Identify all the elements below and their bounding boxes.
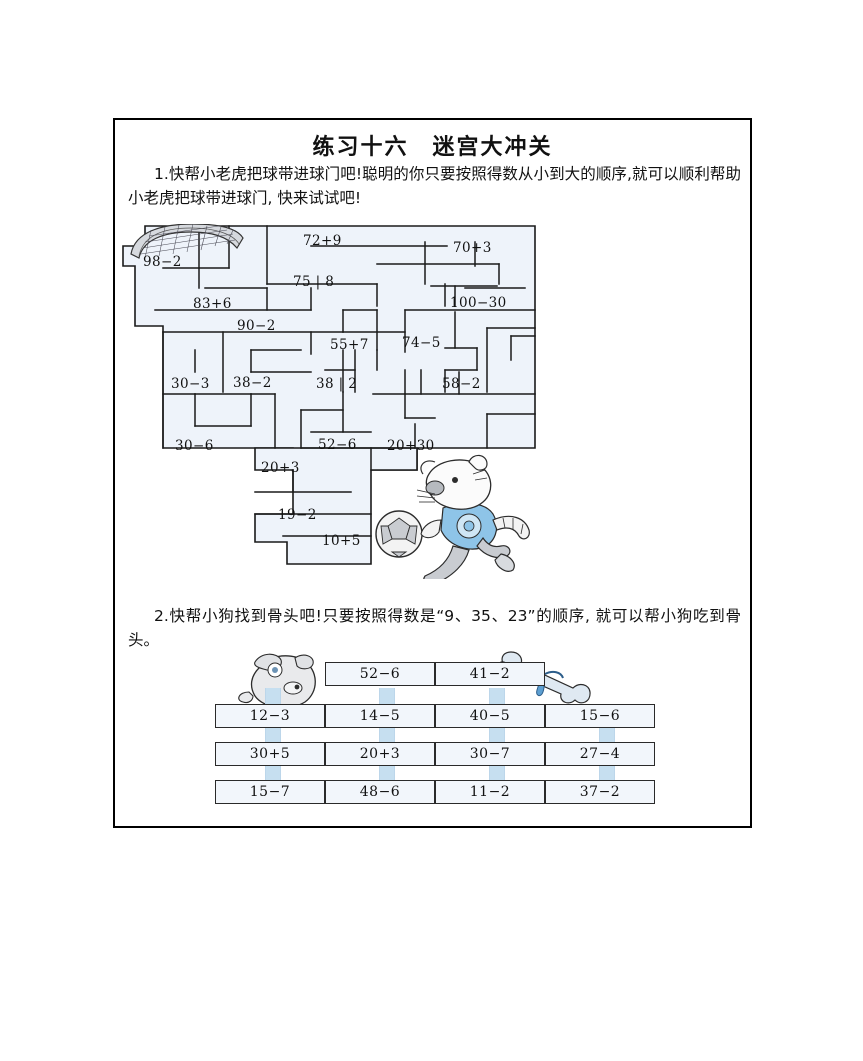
maze-label-98-2: 98−2 xyxy=(143,254,182,270)
tiger-maze-graphic xyxy=(122,224,536,579)
maze-label-72-9: 72+9 xyxy=(303,233,342,249)
maze-label-20-3: 20+3 xyxy=(261,460,300,476)
question-1-number: 1. xyxy=(154,165,169,183)
tiger-maze: 98−2 72+9 70+3 75 | 8 83+6 100−30 90−2 5… xyxy=(115,224,754,579)
question-2-body: 快帮小狗找到骨头吧!只要按照得数是“9、35、23”的顺序, 就可以帮小狗吃到骨… xyxy=(128,607,741,650)
cell-r0c3[interactable]: 41−2 xyxy=(435,662,545,686)
question-1-text: 1.快帮小老虎把球带进球门吧!聪明的你只要按照得数从小到大的顺序,就可以顺利帮助… xyxy=(128,162,741,210)
cell-r1c4[interactable]: 15−6 xyxy=(545,704,655,728)
cell-r0c2[interactable]: 52−6 xyxy=(325,662,435,686)
maze-label-10-5: 10+5 xyxy=(322,533,361,549)
maze-label-74-5: 74−5 xyxy=(402,335,441,351)
maze-label-58-2: 58−2 xyxy=(442,376,481,392)
maze-label-38-2a: 38−2 xyxy=(233,375,272,391)
cell-r2c2[interactable]: 20+3 xyxy=(325,742,435,766)
question-2-number: 2. xyxy=(154,607,169,625)
worksheet-page: 练习十六 迷宫大冲关 1.快帮小老虎把球带进球门吧!聪明的你只要按照得数从小到大… xyxy=(113,118,752,828)
page-title: 练习十六 迷宫大冲关 xyxy=(312,135,553,160)
dog-maze: 52−6 41−2 12−3 14−5 40−5 15−6 30+5 20+3 … xyxy=(215,651,854,810)
cell-r2c4[interactable]: 27−4 xyxy=(545,742,655,766)
tiger-soccer-icon xyxy=(375,454,530,579)
maze-label-30-3: 30−3 xyxy=(171,376,210,392)
cell-r1c3[interactable]: 40−5 xyxy=(435,704,545,728)
cell-r2c3[interactable]: 30−7 xyxy=(435,742,545,766)
maze-label-83-6: 83+6 xyxy=(193,296,232,312)
maze-label-100-30: 100−30 xyxy=(450,295,507,311)
maze-label-55-7: 55+7 xyxy=(330,337,369,353)
maze-label-75-8: 75 | 8 xyxy=(293,274,335,290)
maze-label-30-6: 30−6 xyxy=(175,438,214,454)
soccer-goal-net-icon xyxy=(130,224,244,259)
maze-walls xyxy=(154,225,536,537)
cell-r1c2[interactable]: 14−5 xyxy=(325,704,435,728)
question-2-text: 2.快帮小狗找到骨头吧!只要按照得数是“9、35、23”的顺序, 就可以帮小狗吃… xyxy=(128,604,741,652)
cell-r3c1[interactable]: 15−7 xyxy=(215,780,325,804)
cell-r3c2[interactable]: 48−6 xyxy=(325,780,435,804)
maze-label-38-2b: 38 | 2 xyxy=(316,376,358,392)
maze-label-19-2: 19−2 xyxy=(278,507,317,523)
cell-r3c4[interactable]: 37−2 xyxy=(545,780,655,804)
maze-label-90-2: 90−2 xyxy=(237,318,276,334)
maze-label-20-30: 20+30 xyxy=(387,438,435,454)
cell-r1c1[interactable]: 12−3 xyxy=(215,704,325,728)
question-1-body: 快帮小老虎把球带进球门吧!聪明的你只要按照得数从小到大的顺序,就可以顺利帮助小老… xyxy=(128,165,741,208)
maze-label-52-6: 52−6 xyxy=(318,437,357,453)
cell-r2c1[interactable]: 30+5 xyxy=(215,742,325,766)
maze-label-70-3: 70+3 xyxy=(453,240,492,256)
cell-r3c3[interactable]: 11−2 xyxy=(435,780,545,804)
